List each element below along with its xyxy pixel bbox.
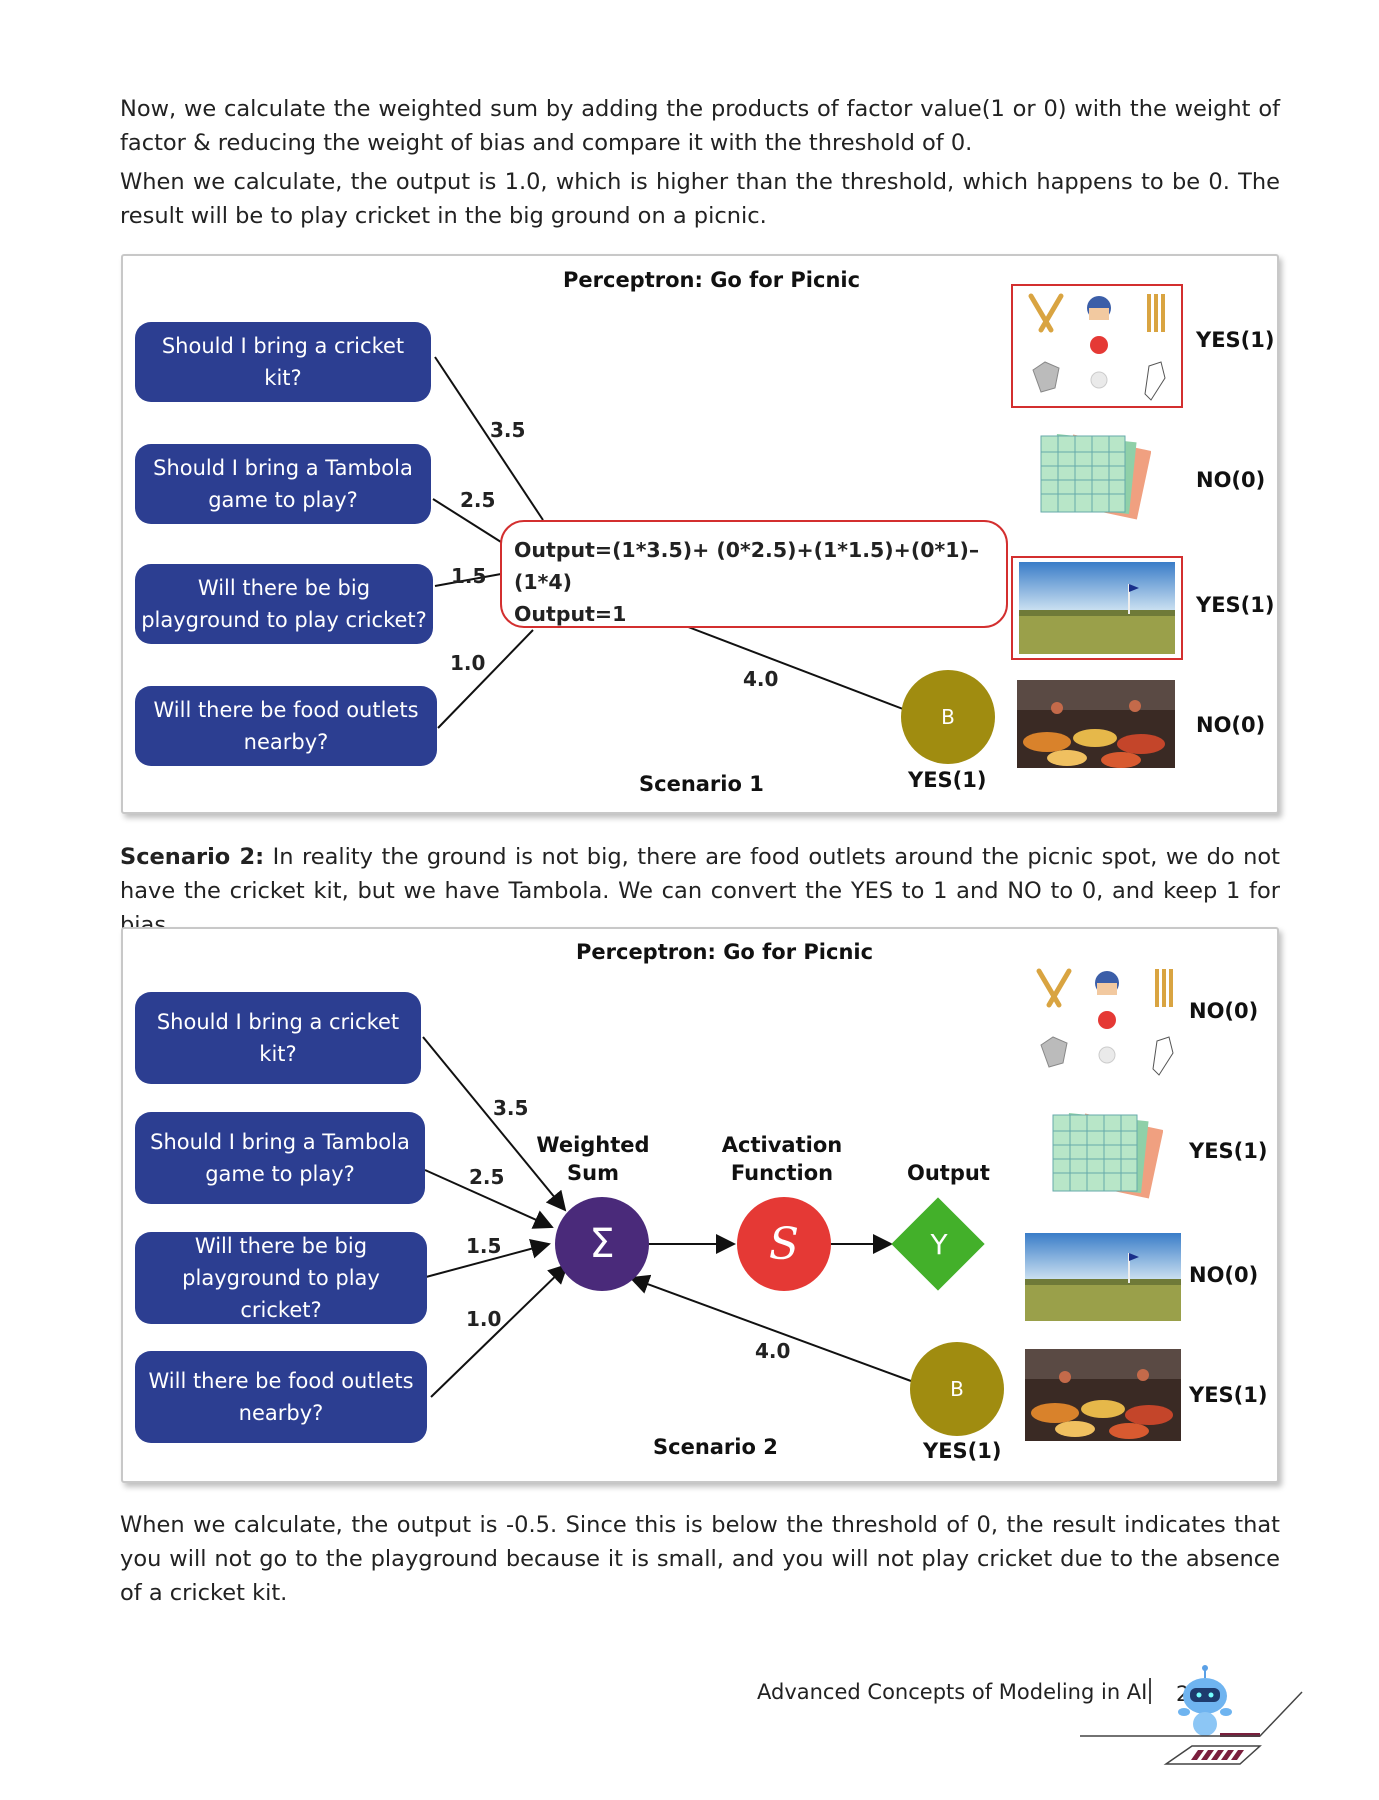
weight-label: 1.5 <box>466 1234 502 1258</box>
bias-node: B <box>901 670 995 764</box>
footer-divider <box>1149 1678 1151 1704</box>
answer-label: NO(0) <box>1189 999 1259 1023</box>
weight-label: 1.0 <box>450 651 486 675</box>
question-food-outlets: Will there be food outlets nearby? <box>135 1351 427 1443</box>
scenario-label: Scenario 2 <box>653 1435 778 1459</box>
intro-paragraph-2: When we calculate, the output is 1.0, wh… <box>120 169 1280 229</box>
robot-mascot-decoration <box>1080 1665 1303 1765</box>
weight-label: 2.5 <box>460 488 496 512</box>
perceptron-diagram-scenario-1: Perceptron: Go for Picnic Should I bring… <box>121 254 1279 814</box>
answer-label: YES(1) <box>1189 1139 1268 1163</box>
diagram-title: Perceptron: Go for Picnic <box>563 268 861 292</box>
weighted-sum-node: Σ <box>555 1197 649 1291</box>
question-food-outlets: Will there be food outlets nearby? <box>135 686 437 766</box>
answer-label: YES(1) <box>1196 593 1275 617</box>
food-market-photo <box>1017 680 1175 768</box>
weight-label: 3.5 <box>493 1096 529 1120</box>
weight-label: 1.5 <box>451 564 487 588</box>
cricket-kit-icon <box>1028 293 1166 401</box>
highlight-box <box>1011 284 1183 408</box>
cricket-kit-icon <box>1036 968 1174 1076</box>
answer-label: YES(1) <box>1189 1383 1268 1407</box>
footer-chapter-title: Advanced Concepts of Modeling in AI <box>757 1680 1148 1704</box>
connector-lines <box>432 356 904 729</box>
weight-label: 3.5 <box>490 418 526 442</box>
conclusion-paragraph: When we calculate, the output is -0.5. S… <box>120 1512 1280 1606</box>
formula-line-2: Output=1 <box>514 602 627 626</box>
robot-icon <box>1178 1665 1232 1736</box>
question-cricket-kit: Should I bring a cricket kit? <box>135 322 431 402</box>
bias-value-label: YES(1) <box>908 768 987 792</box>
bias-weight-label: 4.0 <box>743 667 779 691</box>
bias-weight-label: 4.0 <box>755 1339 791 1363</box>
scenario-2-body: In reality the ground is not big, there … <box>120 844 1280 938</box>
formula-line-1: Output=(1*3.5)+ (0*2.5)+(1*1.5)+(0*1)–(1… <box>514 538 980 594</box>
perceptron-diagram-scenario-2: Perceptron: Go for Picnic Should I bring… <box>121 927 1279 1483</box>
activation-function-label: Activation Function <box>721 1133 843 1185</box>
question-tambola: Should I bring a Tambola game to play? <box>135 1112 425 1204</box>
playground-photo <box>1019 562 1175 654</box>
bias-node: B <box>910 1342 1004 1436</box>
answer-label: NO(0) <box>1196 468 1266 492</box>
weighted-sum-label: Weighted Sum <box>536 1133 650 1185</box>
highlight-box <box>1011 556 1183 660</box>
question-playground: Will there be big playground to play cri… <box>135 564 433 644</box>
tambola-card-icon <box>1052 1113 1163 1199</box>
tambola-card-icon <box>1040 434 1151 520</box>
output-symbol: Y <box>930 1227 948 1261</box>
question-tambola: Should I bring a Tambola game to play? <box>135 444 431 524</box>
diagram-title: Perceptron: Go for Picnic <box>576 940 874 964</box>
playground-photo <box>1025 1233 1181 1321</box>
weight-label: 2.5 <box>469 1165 505 1189</box>
output-formula-box: Output=(1*3.5)+ (0*2.5)+(1*1.5)+(0*1)–(1… <box>500 520 1008 628</box>
question-playground: Will there be big playground to play cri… <box>135 1232 427 1324</box>
output-label: Output <box>907 1161 990 1185</box>
answer-label: NO(0) <box>1196 713 1266 737</box>
weight-label: 1.0 <box>466 1307 502 1331</box>
question-cricket-kit: Should I bring a cricket kit? <box>135 992 421 1084</box>
connector-lines <box>422 1036 912 1398</box>
intro-paragraph-1: Now, we calculate the weighted sum by ad… <box>120 96 1280 156</box>
food-market-photo <box>1025 1349 1181 1441</box>
scenario-label: Scenario 1 <box>639 772 764 796</box>
scenario-2-paragraph: Scenario 2: In reality the ground is not… <box>120 840 1280 942</box>
bias-value-label: YES(1) <box>923 1439 1002 1463</box>
answer-label: YES(1) <box>1196 328 1275 352</box>
scenario-2-label: Scenario 2: <box>120 844 265 870</box>
answer-label: NO(0) <box>1189 1263 1259 1287</box>
activation-function-node: S <box>737 1197 831 1291</box>
